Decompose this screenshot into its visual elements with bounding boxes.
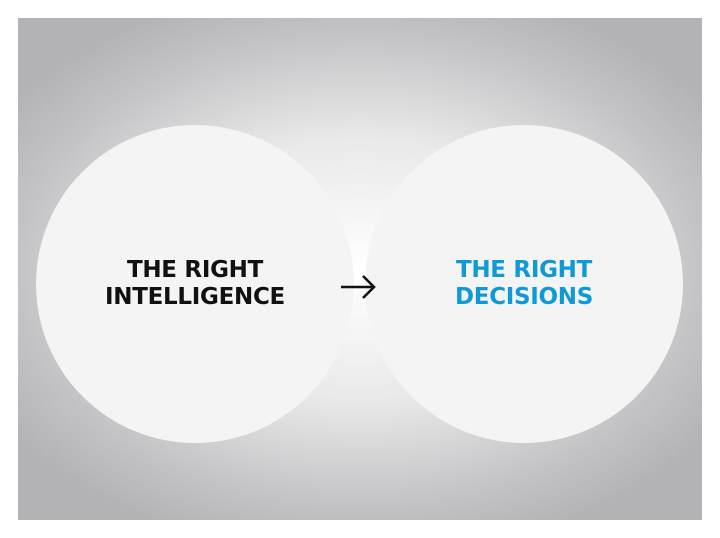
- diagram-canvas: THE RIGHT INTELLIGENCE THE RIGHT DECISIO…: [18, 18, 702, 520]
- left-node-line-1: THE RIGHT: [126, 257, 264, 283]
- left-node-line-2: INTELLIGENCE: [105, 284, 285, 310]
- right-node-label: THE RIGHT DECISIONS: [455, 257, 593, 311]
- left-circle-node: THE RIGHT INTELLIGENCE: [36, 125, 354, 443]
- left-node-label: THE RIGHT INTELLIGENCE: [105, 257, 285, 311]
- right-node-line-1: THE RIGHT: [455, 257, 593, 283]
- arrow-right-icon: [341, 275, 376, 299]
- right-node-line-2: DECISIONS: [454, 284, 594, 310]
- right-circle-node: THE RIGHT DECISIONS: [365, 125, 683, 443]
